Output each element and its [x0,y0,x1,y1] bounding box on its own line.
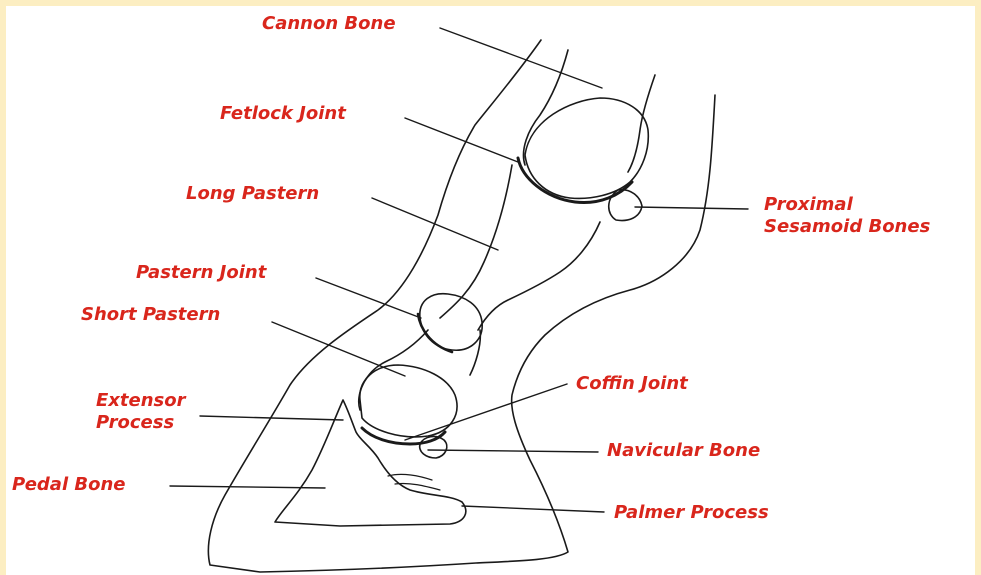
label-navicular-bone-text: Navicular Bone [607,440,760,462]
label-long-pastern-text: Long Pastern [186,183,319,205]
label-proximal-sesamoid-line2: Sesamoid Bones [764,216,930,238]
leader-navicular-bone [428,450,598,452]
long-pastern-outline [440,165,600,330]
short-pastern-head [360,365,457,437]
leader-pastern-joint [316,278,421,318]
label-coffin-joint: Coffin Joint [576,373,688,395]
cannon-bone-outline [523,50,655,172]
leader-cannon-bone [440,28,602,88]
label-pastern-joint-text: Pastern Joint [136,262,266,284]
leader-proximal-sesamoid [635,207,748,209]
leader-palmer-process [462,506,604,512]
label-proximal-sesamoid-line1: Proximal [764,194,930,216]
label-short-pastern: Short Pastern [81,304,220,326]
label-palmer-process-text: Palmer Process [614,502,769,524]
label-extensor-process-line2: Process [96,412,186,434]
leader-short-pastern [272,322,405,376]
label-cannon-bone-text: Cannon Bone [262,13,396,35]
label-extensor-process: Extensor Process [96,390,186,434]
label-palmer-process: Palmer Process [614,502,769,524]
proximal-sesamoid-outline [609,190,642,221]
leader-fetlock-joint [405,118,518,162]
label-pedal-bone: Pedal Bone [12,474,126,496]
label-pastern-joint: Pastern Joint [136,262,266,284]
label-fetlock-joint-text: Fetlock Joint [220,103,346,125]
label-pedal-bone-text: Pedal Bone [12,474,126,496]
leader-long-pastern [372,198,498,250]
pedal-bone-interior [388,474,440,490]
label-proximal-sesamoid-bones: Proximal Sesamoid Bones [764,194,930,238]
label-long-pastern: Long Pastern [186,183,319,205]
pastern-joint-surface [418,314,452,352]
leader-coffin-joint [405,384,567,440]
long-pastern-head [420,294,482,351]
label-navicular-bone: Navicular Bone [607,440,760,462]
label-coffin-joint-text: Coffin Joint [576,373,688,395]
label-cannon-bone: Cannon Bone [262,13,396,35]
label-extensor-process-line1: Extensor [96,390,186,412]
label-fetlock-joint: Fetlock Joint [220,103,346,125]
label-short-pastern-text: Short Pastern [81,304,220,326]
